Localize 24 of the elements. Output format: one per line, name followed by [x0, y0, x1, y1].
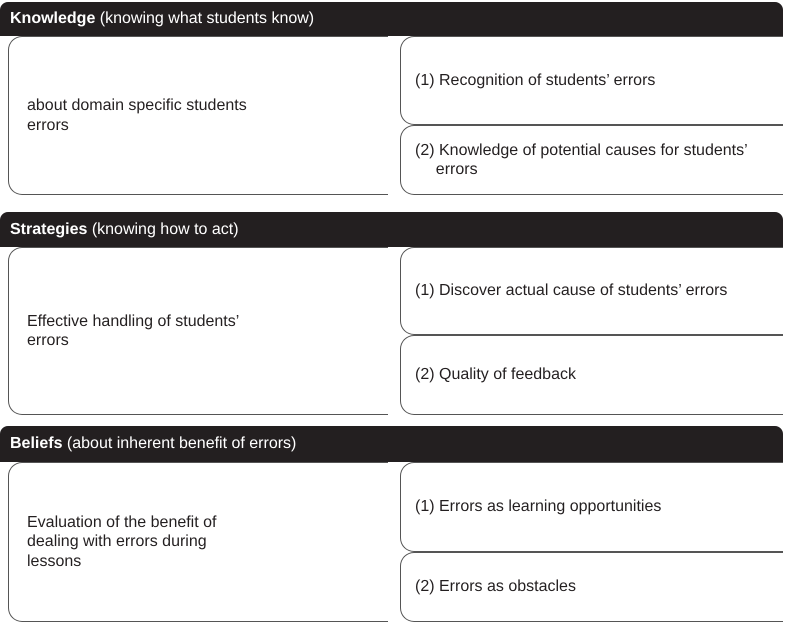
- section-heading: Knowledge (knowing what students know): [10, 10, 314, 28]
- subcategory-box: [400, 36, 783, 125]
- category-box: [8, 247, 388, 415]
- box-text: Evaluation of the benefit of dealing with errors during lessons: [27, 513, 218, 571]
- subcategory-box: [400, 335, 783, 415]
- box-text: (2) Quality of feedback: [415, 365, 576, 385]
- subcategory-box: [400, 462, 783, 552]
- section-header-band: [0, 2, 783, 36]
- subcategory-box: [400, 552, 783, 622]
- section-heading: Beliefs (about inherent benefit of errors): [10, 435, 296, 453]
- box-text: about domain specific students errors: [27, 96, 248, 135]
- box-text: (2) Knowledge of potential causes for students’ errors: [415, 140, 748, 180]
- category-box: [8, 462, 388, 622]
- box-text: Effective handling of students’ errors: [27, 312, 240, 350]
- section-header-band: [0, 426, 783, 462]
- box-text: (1) Recognition of students’ errors: [415, 70, 656, 90]
- category-box: [8, 36, 388, 195]
- section-header-band: [0, 212, 783, 247]
- section-heading: Strategies (knowing how to act): [10, 220, 239, 238]
- box-text: (2) Errors as obstacles: [415, 577, 576, 597]
- subcategory-box: [400, 125, 783, 195]
- subcategory-box: [400, 247, 783, 335]
- box-text: (1) Discover actual cause of students’ errors: [415, 281, 728, 301]
- box-text: (1) Errors as learning opportunities: [415, 497, 662, 517]
